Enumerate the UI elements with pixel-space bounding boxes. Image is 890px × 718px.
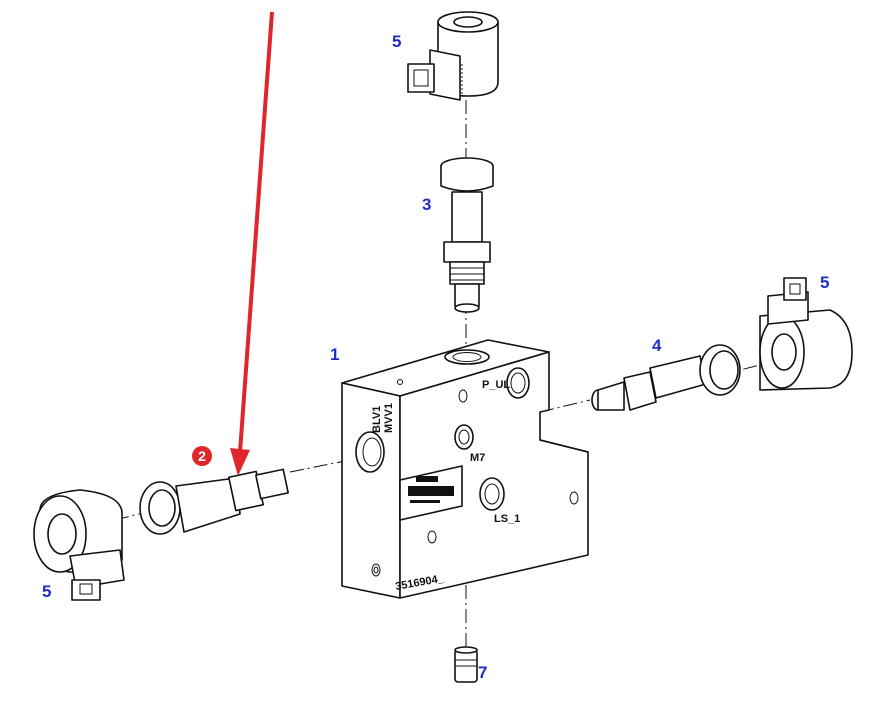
side-label-mvv1: MVV1	[383, 403, 395, 433]
callout-valve-right: 4	[652, 336, 662, 355]
valve-cartridge-right	[591, 344, 741, 411]
coil-left	[33, 489, 125, 601]
callout-plug: 7	[478, 663, 488, 682]
port-label-p-ul: P_UL	[482, 379, 510, 391]
valve-cartridge-top	[440, 157, 494, 313]
highlight-arrow	[230, 11, 274, 476]
callout-coil-right: 5	[820, 273, 830, 292]
plug-bottom	[454, 646, 478, 683]
callout-block: 1	[330, 345, 340, 364]
nameplate-logo	[408, 476, 454, 503]
coil-right	[759, 277, 853, 391]
valve-cartridge-left	[139, 468, 289, 535]
port-label-ls1: LS_1	[494, 513, 520, 525]
callout-valve-top: 3	[422, 195, 432, 214]
callout-coil-left: 5	[42, 582, 52, 601]
callout-coil-top: 5	[392, 32, 402, 51]
coil-top	[407, 11, 499, 101]
valve-block	[341, 339, 589, 599]
port-label-m7: M7	[470, 452, 485, 464]
callout-valve-left: 2	[192, 446, 212, 466]
side-label-blv1: BLV1	[371, 406, 383, 433]
